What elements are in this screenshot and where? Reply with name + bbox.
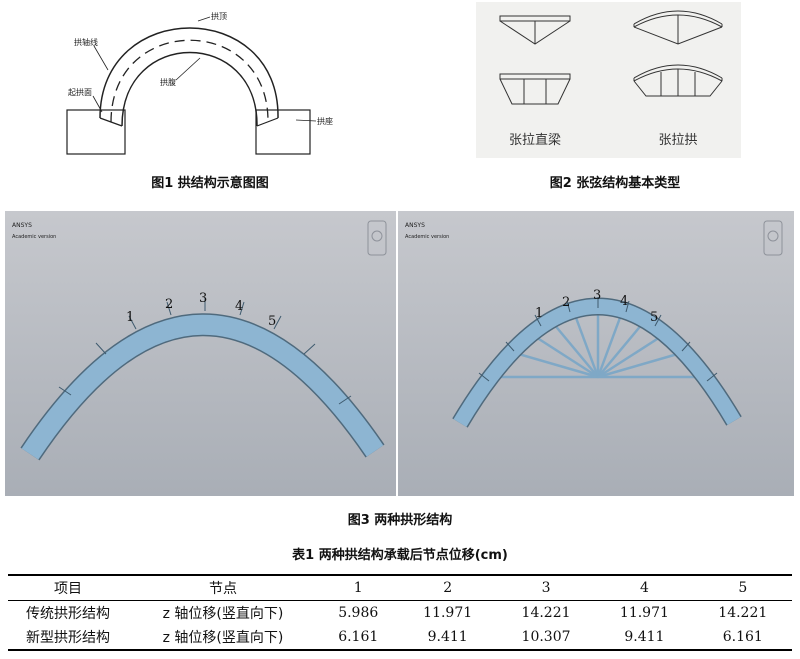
table-cell: 5.986 (338, 605, 379, 621)
arch-extrados (99, 27, 279, 119)
arch-intrados (121, 51, 258, 127)
arch-type-1 (633, 10, 723, 45)
node-label: 4 (235, 299, 243, 314)
left-panel-subheader: Academic version (12, 234, 56, 240)
header-item: 项目 (54, 581, 82, 597)
beam-type-2 (499, 73, 571, 105)
table-cell: 9.411 (427, 629, 468, 645)
figure-2-caption: 图2 张弦结构基本类型 (549, 176, 681, 191)
table-1-caption: 表1 两种拱结构承载后节点位移(cm) (292, 548, 508, 563)
node-label: 2 (165, 297, 173, 312)
header-node-3: 3 (541, 580, 551, 596)
label-springing-plane: 起拱面 (68, 87, 92, 97)
traditional-arch-model: ANSYS Academic version 1 2 3 4 5 (5, 211, 396, 496)
node-label: 3 (199, 291, 207, 306)
node-label: 2 (562, 295, 570, 310)
element-divisions (478, 297, 718, 382)
arch-schematic-svg: 拱顶 拱轴线 拱腹 起拱面 拱座 (66, 11, 333, 155)
label-abutment: 拱座 (317, 116, 333, 126)
left-panel-header: ANSYS (12, 222, 32, 229)
right-abutment (255, 109, 311, 155)
node-labels: 1 2 3 4 5 (535, 288, 658, 325)
node-label: 5 (268, 314, 276, 329)
logo-icon (763, 220, 783, 256)
table-row: 新型拱形结构 z 轴位移(竖直向下) 6.161 9.411 10.307 9.… (8, 625, 792, 650)
table-row: 传统拱形结构 z 轴位移(竖直向下) 5.986 11.971 14.221 1… (8, 601, 792, 626)
figure-1: 拱顶 拱轴线 拱腹 起拱面 拱座 (60, 8, 360, 163)
table-cell: 11.971 (423, 605, 473, 621)
row-label: 传统拱形结构 (26, 606, 110, 622)
arch-beam (21, 314, 384, 460)
figure-3-right-panel: ANSYS Academic version (398, 211, 794, 496)
displacement-table: 项目 节点 1 2 3 4 5 传统拱形结构 z 轴位移(竖直向下) 5.986… (8, 574, 792, 651)
left-abutment (66, 109, 126, 155)
header-node-4: 4 (639, 580, 649, 596)
table-cell: 14.221 (521, 605, 571, 621)
node-label: 3 (593, 288, 601, 303)
table-cell: 9.411 (624, 629, 665, 645)
figure-3-left-panel: ANSYS Academic version 1 2 3 4 5 (5, 211, 396, 496)
label-crown: 拱顶 (211, 11, 227, 21)
node-label: 5 (650, 310, 658, 325)
tension-arch-model: ANSYS Academic version (398, 211, 794, 496)
row-quantity: z 轴位移(竖直向下) (162, 630, 284, 646)
right-panel-subheader: Academic version (405, 234, 449, 240)
table-cell: 6.161 (338, 629, 379, 645)
beam-type-1 (499, 15, 571, 45)
label-tension-arch: 张拉拱 (658, 133, 697, 148)
logo-icon (367, 220, 387, 256)
node-label: 4 (620, 294, 628, 309)
right-panel-header: ANSYS (405, 222, 425, 229)
label-intrados: 拱腹 (160, 77, 176, 87)
table-header-row: 项目 节点 1 2 3 4 5 (8, 575, 792, 601)
node-labels: 1 2 3 4 5 (126, 291, 276, 329)
table-cell: 11.971 (619, 605, 669, 621)
tension-types-svg: 张拉直梁 张拉拱 (499, 10, 723, 148)
row-quantity: z 轴位移(竖直向下) (162, 606, 284, 622)
header-node-1: 1 (353, 580, 363, 596)
arch-type-2 (633, 64, 723, 97)
header-node-2: 2 (443, 580, 453, 596)
label-arch-axis: 拱轴线 (74, 37, 98, 47)
node-label: 1 (535, 306, 543, 321)
figure-1-caption: 图1 拱结构示意图图 (151, 176, 269, 191)
header-node-5: 5 (738, 580, 748, 596)
figure-3-caption: 图3 两种拱形结构 (347, 513, 453, 528)
header-node: 节点 (209, 581, 237, 597)
figure-2: 张拉直梁 张拉拱 (476, 2, 741, 158)
row-label: 新型拱形结构 (26, 630, 110, 646)
arch-axis-line (110, 39, 269, 123)
table-cell: 6.161 (722, 629, 763, 645)
label-tension-beam: 张拉直梁 (509, 133, 561, 148)
node-label: 1 (126, 310, 134, 325)
element-divisions (58, 298, 352, 405)
table-cell: 10.307 (521, 629, 571, 645)
table-cell: 14.221 (718, 605, 768, 621)
